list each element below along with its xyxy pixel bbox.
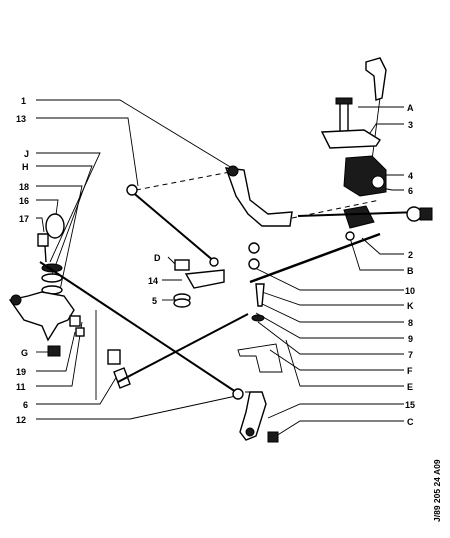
callout-15: 15 — [405, 400, 415, 410]
callout-B: B — [407, 266, 414, 276]
callout-5: 5 — [152, 296, 157, 306]
callout-14: 14 — [148, 276, 158, 286]
callout-E: E — [407, 382, 413, 392]
reference-code: J/89 205 24 A09 — [432, 459, 442, 522]
callout-A: A — [407, 103, 414, 113]
bush-16 — [45, 213, 65, 239]
callout-11: 11 — [16, 382, 26, 392]
callout-8: 8 — [408, 318, 413, 328]
callout-F: F — [407, 366, 413, 376]
clip-6 — [107, 349, 121, 365]
part-D — [174, 259, 190, 271]
callout-19: 19 — [16, 367, 26, 377]
callout-H: H — [22, 162, 29, 172]
callout-9: 9 — [408, 334, 413, 344]
callout-6-left: 6 — [23, 400, 28, 410]
callout-12: 12 — [16, 415, 26, 425]
callout-6-right: 6 — [408, 186, 413, 196]
lever-bracket — [343, 205, 375, 229]
callout-16: 16 — [19, 196, 29, 206]
callout-10: 10 — [405, 286, 415, 296]
callout-C: C — [407, 417, 414, 427]
central-parts — [173, 259, 283, 373]
selector-rods-lower — [39, 261, 254, 400]
left-bracket-assembly — [8, 213, 131, 400]
gear-lever-assembly — [320, 57, 387, 241]
callout-D: D — [154, 253, 161, 263]
callout-1: 1 — [21, 96, 26, 106]
callout-K: K — [407, 301, 414, 311]
callout-13: 13 — [16, 114, 26, 124]
callout-3: 3 — [408, 120, 413, 130]
callout-18: 18 — [19, 182, 29, 192]
callouts-left: 1 13 J H 18 16 17 D 14 5 G 19 11 6 12 — [16, 96, 161, 425]
callout-G: G — [21, 348, 28, 358]
bracket-F — [237, 343, 283, 373]
callouts-right: A 3 4 6 2 B 10 K 8 9 7 F E 15 C — [405, 103, 415, 427]
callout-4: 4 — [408, 171, 413, 181]
relay-lever — [224, 167, 293, 227]
leader-lines-left — [36, 99, 237, 420]
bolt-A — [339, 99, 349, 135]
nut-C — [267, 431, 279, 443]
gear-lever-knob — [365, 57, 387, 101]
gear-lever-rod — [371, 97, 381, 161]
transverse-rod — [248, 232, 381, 284]
callout-2: 2 — [408, 250, 413, 260]
selector-rod-upper — [126, 165, 433, 267]
callout-7: 7 — [408, 350, 413, 360]
lower-lever-15 — [239, 391, 279, 443]
part-14 — [184, 269, 225, 289]
part-17 — [37, 233, 49, 247]
stud-K — [255, 283, 265, 307]
callout-17: 17 — [19, 214, 29, 224]
bracket-plate — [8, 291, 75, 342]
nut-G — [47, 345, 61, 357]
callout-J: J — [24, 149, 29, 159]
lever-plate — [320, 129, 381, 149]
